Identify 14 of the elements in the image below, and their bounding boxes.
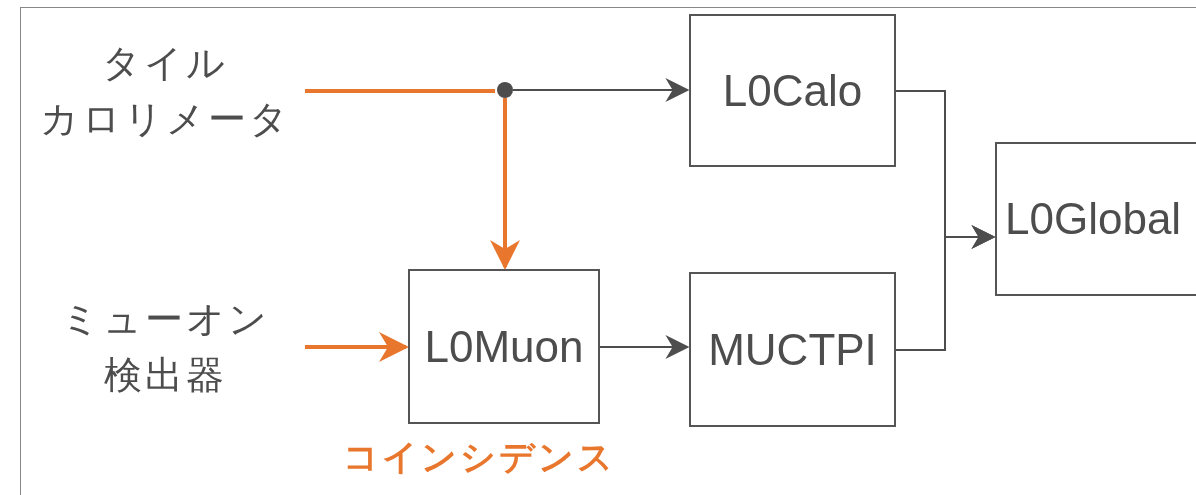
connector-line	[305, 89, 495, 93]
process-box: MUCTPI	[689, 272, 896, 427]
label-text: タイルカロリメータ	[25, 35, 305, 147]
process-box: L0Muon	[408, 269, 600, 424]
arrow	[599, 335, 690, 359]
arrow	[305, 332, 409, 362]
arrow	[512, 78, 690, 102]
caption-text: コインシデンス	[343, 436, 616, 479]
arrow	[490, 98, 520, 270]
process-box: L0Calo	[689, 14, 896, 167]
arrow	[895, 225, 996, 351]
junction-dot	[497, 82, 513, 98]
label-text: ミューオン検出器	[25, 290, 305, 404]
process-box: L0Global	[995, 142, 1196, 296]
